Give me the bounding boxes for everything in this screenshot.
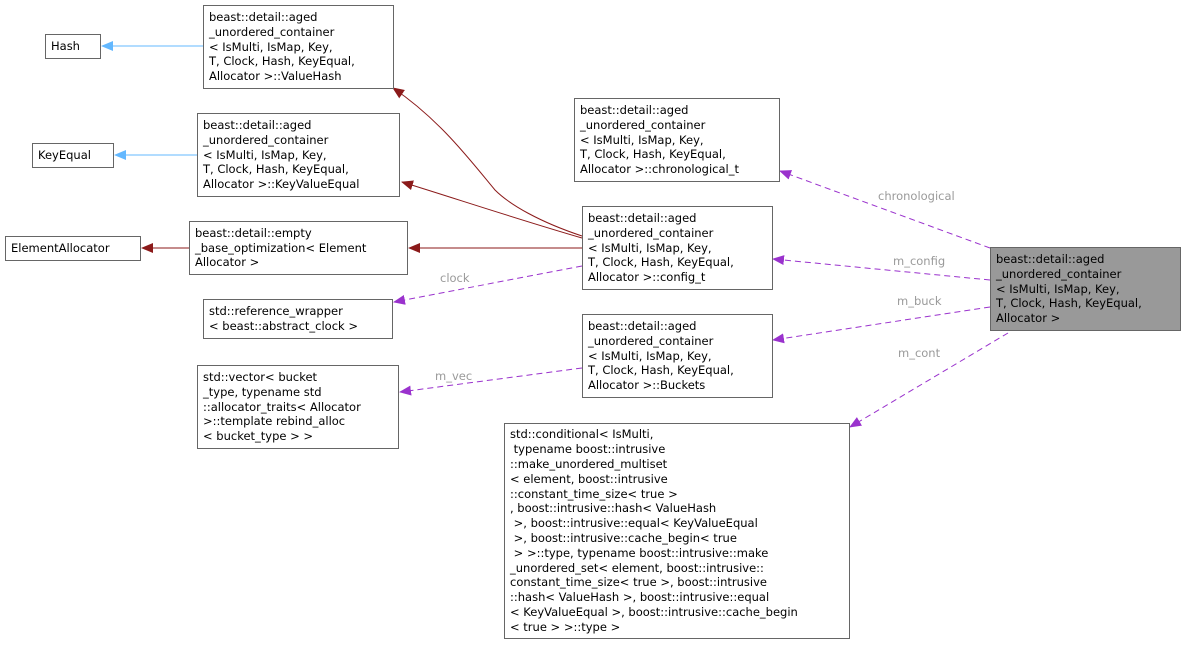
node-label-line: beast::detail::aged [209, 10, 318, 24]
edge-main-to-chronological [779, 170, 991, 249]
node-label-line: beast::detail::aged [996, 252, 1105, 266]
node-label-line: T, Clock, Hash, KeyEqual, [209, 54, 355, 69]
node-keyequal[interactable]: KeyEqual [32, 143, 114, 168]
edge-main-to-conditional [849, 332, 1009, 428]
node-label-line: ::make_unordered_multiset [510, 457, 668, 472]
node-label-line: < IsMulti, IsMap, Key, [203, 147, 327, 162]
node-label-line: beast::detail::empty [195, 225, 312, 240]
node-label-line: ::hash< ValueHash >, boost::intrusive::e… [510, 590, 770, 605]
node-label-line: beast::detail::aged [588, 211, 697, 225]
node-label-line: < bucket_type > > [203, 429, 314, 444]
node-label-line: constant_time_size< true >, boost::intru… [510, 575, 767, 590]
node-label-line: Allocator >::ValueHash [209, 69, 342, 84]
node-vector[interactable]: std::vector< bucket_type, typename std::… [197, 365, 399, 449]
node-label-line: >::template rebind_alloc [203, 414, 346, 429]
node-label-line: typename boost::intrusive [510, 442, 666, 457]
node-label-line: Allocator > [996, 311, 1061, 326]
node-label-line: < KeyValueEqual >, boost::intrusive::cac… [510, 604, 798, 619]
node-elementallocator[interactable]: ElementAllocator [5, 236, 141, 261]
node-label-line: _type, typename std [203, 384, 322, 399]
edge-main-to-config [772, 255, 991, 281]
node-aged-unordered-container[interactable]: beast::detail::aged_unordered_container<… [990, 247, 1181, 331]
node-label-line: _unordered_container [996, 266, 1122, 281]
node-label-line: Allocator >::KeyValueEqual [203, 177, 360, 192]
node-conditional[interactable]: std::conditional< IsMulti, typename boos… [504, 423, 850, 639]
edge-buckets-to-vector [399, 367, 583, 396]
node-label-line: > >::type, typename boost::intrusive::ma… [510, 545, 769, 560]
node-label-line: < IsMulti, IsMap, Key, [588, 240, 712, 255]
node-label-line: < beast::abstract_clock > [209, 319, 358, 333]
node-label-line: std::reference_wrapper [209, 304, 343, 319]
node-label-line: < element, boost::intrusive [510, 471, 668, 486]
node-label-line: _unordered_set< element, boost::intrusiv… [510, 560, 764, 575]
node-label-line: T, Clock, Hash, KeyEqual, [588, 255, 734, 270]
node-label-line: T, Clock, Hash, KeyEqual, [588, 363, 734, 378]
node-label-line: Allocator > [195, 255, 260, 270]
node-label-line: KeyEqual [38, 148, 91, 163]
node-label-line: >, boost::intrusive::cache_begin< true [510, 531, 737, 545]
node-keyvalueequal[interactable]: beast::detail::aged_unordered_container<… [197, 113, 400, 197]
edge-label-chronological: chronological [878, 189, 955, 203]
edge-label-m-buck: m_buck [897, 294, 942, 308]
node-label-line: std::vector< bucket [203, 370, 318, 384]
edge-label-m-config: m_config [893, 254, 946, 268]
node-label-line: beast::detail::aged [203, 118, 312, 132]
node-label-line: < IsMulti, IsMap, Key, [996, 281, 1120, 296]
node-label-line: _unordered_container [580, 117, 706, 132]
node-label-line: _unordered_container [588, 333, 714, 348]
node-label-line: ::allocator_traits< Allocator [203, 399, 361, 414]
node-label-line: < IsMulti, IsMap, Key, [580, 132, 704, 147]
node-label-line: Allocator >::chronological_t [580, 162, 739, 177]
node-label-line: _unordered_container [203, 132, 329, 147]
node-valuehash[interactable]: beast::detail::aged_unordered_container<… [203, 5, 394, 89]
node-config-t[interactable]: beast::detail::aged_unordered_container<… [582, 206, 773, 290]
node-label-line: < true > >::type > [510, 619, 621, 634]
node-reference-wrapper[interactable]: std::reference_wrapper< beast::abstract_… [203, 299, 393, 339]
node-label-line: ElementAllocator [11, 241, 110, 256]
edge-label-m-vec: m_vec [435, 369, 473, 383]
node-label-line: , boost::intrusive::hash< ValueHash [510, 501, 717, 516]
node-label-line: T, Clock, Hash, KeyEqual, [203, 162, 349, 177]
node-label-line: beast::detail::aged [580, 103, 689, 117]
node-label-line: _unordered_container [209, 24, 335, 39]
edge-config-to-valuehash [392, 87, 583, 237]
edge-config-to-keyvalueequal [401, 180, 583, 239]
node-label-line: ::constant_time_size< true > [510, 486, 678, 501]
node-hash[interactable]: Hash [45, 34, 101, 59]
node-buckets[interactable]: beast::detail::aged_unordered_container<… [582, 314, 773, 398]
edge-main-to-buckets [772, 306, 991, 344]
edge-config-to-refwrapper [393, 265, 583, 305]
node-label-line: Allocator >::Buckets [588, 378, 706, 393]
node-label-line: _base_optimization< Element [195, 240, 367, 255]
node-empty-base-optimization[interactable]: beast::detail::empty_base_optimization< … [189, 221, 408, 275]
node-label-line: < IsMulti, IsMap, Key, [209, 39, 333, 54]
edge-label-clock: clock [440, 271, 470, 285]
node-label-line: beast::detail::aged [588, 319, 697, 333]
node-label-line: std::conditional< IsMulti, [510, 427, 654, 442]
node-label-line: Hash [51, 39, 80, 54]
node-chronological-t[interactable]: beast::detail::aged_unordered_container<… [574, 98, 780, 182]
node-label-line: Allocator >::config_t [588, 270, 706, 285]
node-label-line: T, Clock, Hash, KeyEqual, [580, 147, 726, 162]
edge-label-m-cont: m_cont [898, 346, 941, 360]
node-label-line: T, Clock, Hash, KeyEqual, [996, 296, 1142, 311]
node-label-line: < IsMulti, IsMap, Key, [588, 348, 712, 363]
node-label-line: >, boost::intrusive::equal< KeyValueEqua… [510, 516, 758, 531]
node-label-line: _unordered_container [588, 225, 714, 240]
